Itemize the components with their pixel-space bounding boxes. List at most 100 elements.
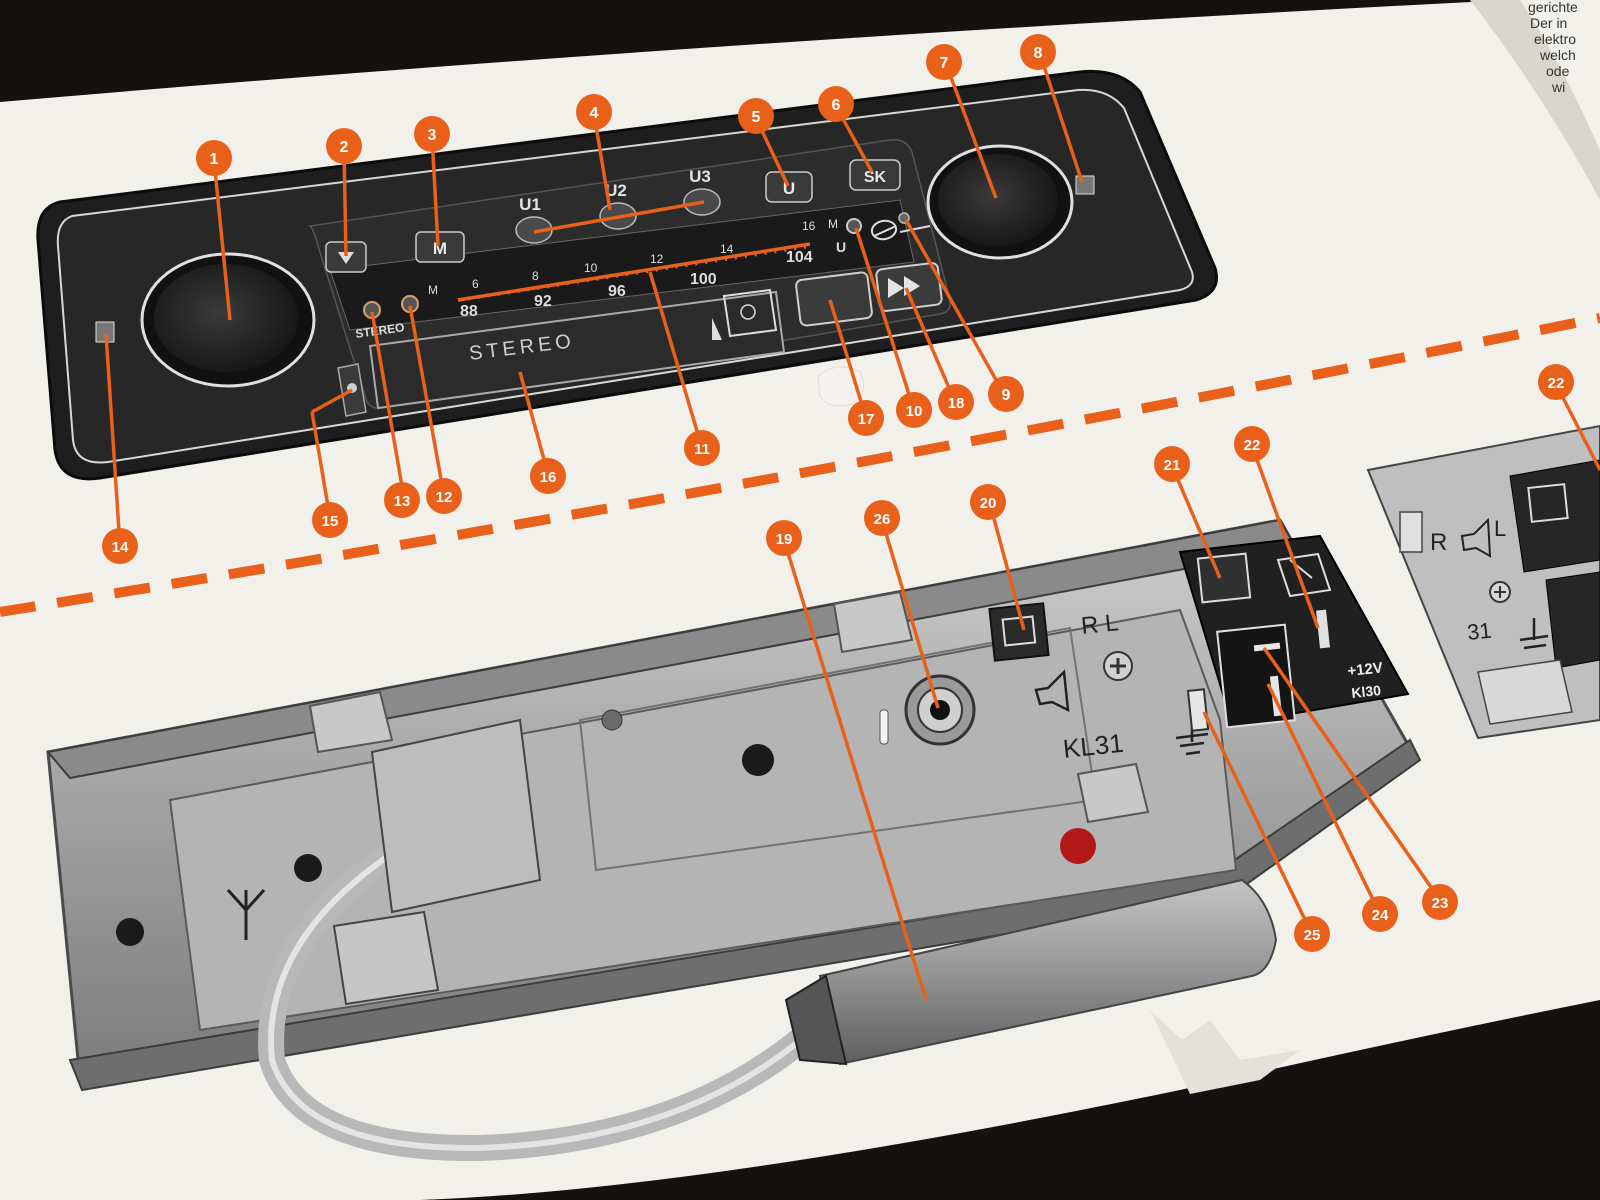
aux-connector[interactable]	[1196, 552, 1252, 604]
speaker-connector-label: R L	[1080, 609, 1120, 640]
callout-20: 20	[970, 484, 1006, 520]
scale-bottom-label: U	[836, 239, 846, 255]
scale-bottom-label: 100	[690, 271, 717, 288]
callout-number: 8	[1034, 45, 1043, 62]
chassis-hole	[294, 854, 322, 882]
callout-number: 17	[858, 411, 875, 428]
callout-3: 3	[414, 116, 450, 152]
callout-circle	[1538, 364, 1574, 400]
scale-bottom-labels: 88 92 96 100 104 U	[460, 239, 846, 320]
antenna-plug[interactable]	[784, 878, 1278, 1066]
callout-circle	[196, 140, 232, 176]
side-speaker-label-r: R	[1430, 529, 1447, 556]
screw-slot-icon	[1494, 586, 1506, 598]
callout-number: 22	[1548, 375, 1565, 392]
seek-down-button[interactable]	[325, 241, 367, 273]
side-panel-tab	[1399, 511, 1423, 553]
callout-number: 25	[1304, 927, 1321, 944]
antenna-plug-tip	[784, 974, 848, 1066]
scale-bottom-label: 96	[608, 283, 626, 300]
leader-lines	[104, 53, 1600, 1001]
callout-circle	[384, 482, 420, 518]
corner-text-line: gerichte	[1528, 0, 1578, 15]
power-label-12v: +12V	[1347, 659, 1384, 680]
side-panel-view	[1366, 424, 1600, 740]
scale-top-label: 10	[584, 261, 598, 275]
callout-16: 16	[530, 458, 566, 494]
callout-number: 18	[948, 395, 965, 412]
callout-4: 4	[576, 94, 612, 130]
callout-number: 2	[340, 139, 349, 156]
opel-logo-icon	[870, 219, 898, 241]
screw-slot-icon	[1110, 658, 1126, 674]
tuning-knob[interactable]	[926, 144, 1074, 260]
side-ground-symbol-icon	[1519, 618, 1549, 650]
memory-button[interactable]: M	[415, 231, 465, 263]
cassette-slot[interactable]: STEREO	[368, 290, 786, 410]
speaker-connector-pins	[1001, 615, 1037, 647]
side-panel-dark-block-lower	[1545, 571, 1600, 669]
socket-slot	[879, 709, 889, 745]
callout-number: 16	[540, 469, 557, 486]
callout-circle	[766, 520, 802, 556]
side-panel-dark-block	[1509, 459, 1600, 573]
callout-number: 24	[1372, 907, 1389, 924]
callout-circle	[1294, 916, 1330, 952]
mounting-tab	[832, 590, 914, 654]
corner-text-line: welch	[1539, 47, 1576, 63]
section-separator-dashed	[0, 313, 1600, 617]
callout-26: 26	[864, 500, 900, 536]
corner-text-line: elektro	[1534, 31, 1576, 47]
antenna-symbol-icon	[226, 888, 266, 940]
leader-line	[904, 287, 958, 405]
callout-number: 9	[1002, 387, 1011, 404]
leader-line	[904, 219, 1006, 395]
fast-forward-icon	[888, 276, 920, 298]
callout-circle	[414, 116, 450, 152]
callout-circle	[684, 430, 720, 466]
antenna-cable-clip	[332, 910, 440, 1006]
callout-circle	[1234, 426, 1270, 462]
callout-number: 6	[832, 97, 841, 114]
leader-line	[782, 539, 928, 1001]
chassis-hole	[742, 744, 774, 776]
leader-line	[408, 305, 446, 497]
callout-17: 17	[848, 400, 884, 436]
leader-line	[592, 113, 612, 211]
callout-circle	[926, 44, 962, 80]
right-release-latch[interactable]	[1075, 175, 1095, 195]
sk-button-label: SK	[864, 169, 887, 186]
volume-knob[interactable]	[140, 252, 316, 388]
callout-23: 23	[1422, 884, 1458, 920]
band-u-button[interactable]: U	[765, 171, 813, 203]
fuse-contact	[1253, 642, 1281, 652]
preset-u3-label: U3	[689, 167, 711, 186]
memory-button-label: M	[433, 239, 447, 258]
leader-line	[518, 371, 550, 475]
flat-ground-tab[interactable]	[1186, 688, 1210, 732]
callout-22: 22	[1234, 426, 1270, 462]
corner-text-line: Der in	[1530, 15, 1567, 31]
antenna-socket[interactable]	[904, 674, 976, 746]
leader-line	[1170, 465, 1222, 579]
scale-top-label: 8	[532, 269, 539, 283]
arrow-down-icon	[338, 252, 354, 264]
callout-number: 4	[590, 105, 599, 122]
page-fold-shadow	[1470, 0, 1600, 200]
callout-circle	[818, 86, 854, 122]
torn-page-edge	[1150, 1010, 1300, 1094]
scale-top-label: M	[428, 283, 438, 297]
sk-button[interactable]: SK	[849, 159, 901, 191]
power-connector-pin	[1316, 609, 1330, 649]
power-label-kl30: Kl30	[1351, 682, 1382, 701]
side-ground-label: 31	[1466, 618, 1493, 645]
callout-number: 14	[112, 539, 129, 556]
speaker-icon	[1034, 669, 1070, 713]
sk-button-body	[849, 159, 901, 191]
callout-13: 13	[384, 482, 420, 518]
callout-12: 12	[426, 478, 462, 514]
stereo-label: STEREO	[354, 320, 405, 341]
callout-number: 12	[436, 489, 453, 506]
memory-button-body	[415, 231, 465, 263]
callout-circle	[426, 478, 462, 514]
